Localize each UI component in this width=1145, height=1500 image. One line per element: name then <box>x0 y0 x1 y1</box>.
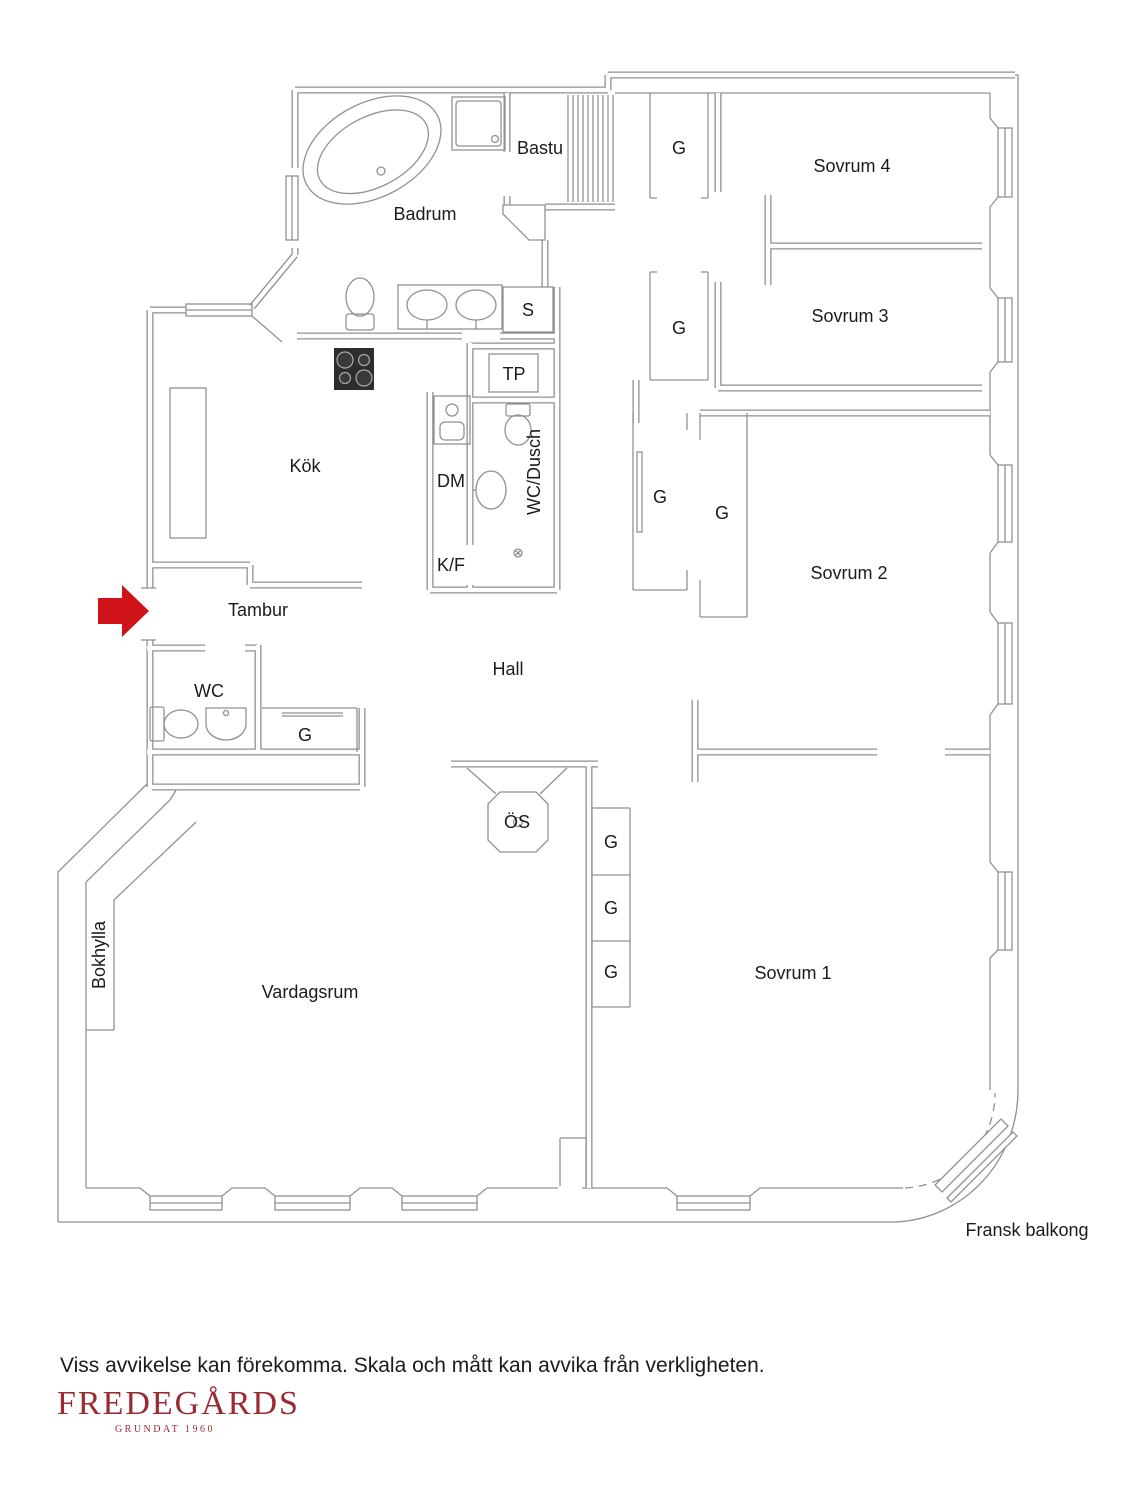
fireplace-icon <box>466 767 568 853</box>
french-balcony-door <box>934 1118 1018 1203</box>
window-bottom-sovrum1 <box>666 1187 761 1211</box>
interior-walls <box>141 75 1015 1188</box>
closet-label: G <box>715 503 729 523</box>
floor-drain-icon <box>513 548 523 558</box>
closet-g2 <box>649 271 709 381</box>
footer: Viss avvikelse kan förekomma. Skala och … <box>57 1354 765 1435</box>
window-right-sovrum1 <box>989 861 1013 959</box>
wall-pier <box>559 1137 587 1186</box>
fixtures <box>98 95 614 853</box>
closet-label: G <box>604 898 618 918</box>
closet-g4 <box>699 413 748 618</box>
window-kok-north <box>185 303 283 343</box>
room-label-badrum: Badrum <box>393 204 456 224</box>
entrance-door-jambs <box>141 587 156 641</box>
inner-wall-line <box>85 92 991 1189</box>
window-right-sovrum4 <box>989 117 1013 208</box>
label-s: S <box>522 300 534 320</box>
label-fransk-balkong: Fransk balkong <box>965 1220 1088 1240</box>
room-label-hall: Hall <box>492 659 523 679</box>
closet-stack <box>591 807 631 1008</box>
closet-label: G <box>672 138 686 158</box>
closet-rod-icon <box>636 451 643 533</box>
closet-s <box>502 286 554 333</box>
double-sink-icon <box>397 284 503 330</box>
room-label-bastu: Bastu <box>517 138 563 158</box>
kitchen-counter <box>169 387 207 539</box>
room-label-kok: Kök <box>289 456 321 476</box>
sink-wc-icon <box>205 707 247 741</box>
room-label-vardagsrum: Vardagsrum <box>262 982 359 1002</box>
room-label-wc-dusch: WC/Dusch <box>524 429 544 515</box>
chamfer-wall <box>502 204 546 241</box>
room-label-sovrum1: Sovrum 1 <box>754 963 831 983</box>
closet-label: G <box>672 318 686 338</box>
closet-label: G <box>653 487 667 507</box>
toilet-wc-icon <box>149 706 199 742</box>
entrance-arrow-icon <box>98 585 149 637</box>
window-badrum-west <box>285 175 299 241</box>
closet-label: G <box>298 725 312 745</box>
closet-g3 <box>632 413 688 591</box>
room-label-tambur: Tambur <box>228 600 288 620</box>
room-labels: Badrum Bastu Kök Tambur Hall WC WC/Dusch… <box>194 138 891 1002</box>
closets <box>86 93 748 1186</box>
window-bottom-1 <box>139 1187 233 1211</box>
brand-subtitle: GRUNDAT 1960 <box>115 1424 215 1435</box>
bookshelf-band <box>86 821 197 1031</box>
closet-label: G <box>604 962 618 982</box>
sink-wcdusch-icon <box>473 470 507 510</box>
disclaimer-text: Viss avvikelse kan förekomma. Skala och … <box>60 1354 765 1377</box>
label-bokhylla: Bokhylla <box>89 920 109 989</box>
room-label-sovrum3: Sovrum 3 <box>811 306 888 326</box>
shower-icon <box>451 96 506 151</box>
toilet-wcdusch-icon <box>504 403 532 446</box>
toilet-badrum-icon <box>345 277 375 331</box>
window-bottom-2 <box>264 1187 361 1211</box>
room-label-sovrum2: Sovrum 2 <box>810 563 887 583</box>
stove-icon <box>334 348 374 390</box>
label-tp: TP <box>502 364 525 384</box>
closet-g5 <box>262 707 358 752</box>
label-kf: K/F <box>437 555 465 575</box>
closet-tp <box>488 353 539 393</box>
brand-logo: FREDEGÅRDS <box>57 1385 300 1422</box>
sauna-bench-icon <box>567 95 614 202</box>
closet-label: G <box>604 832 618 852</box>
closet-g1 <box>649 93 709 199</box>
label-os: ÖS <box>504 812 530 832</box>
outer-wall-line <box>57 74 1019 1223</box>
window-bottom-3 <box>391 1187 488 1211</box>
window-right-sovrum3 <box>989 287 1013 373</box>
windows <box>139 117 1018 1211</box>
bathtub-icon <box>302 95 442 205</box>
window-right-sovrum2-upper <box>989 454 1013 554</box>
window-right-sovrum2-lower <box>989 611 1013 716</box>
label-dm: DM <box>437 471 465 491</box>
feature-labels: G G G G G G G G S TP DM K/F ÖS Bokhylla … <box>89 138 1089 1240</box>
room-label-sovrum4: Sovrum 4 <box>813 156 890 176</box>
kitchen-sink-icon <box>433 395 471 445</box>
room-label-wc: WC <box>194 681 224 701</box>
